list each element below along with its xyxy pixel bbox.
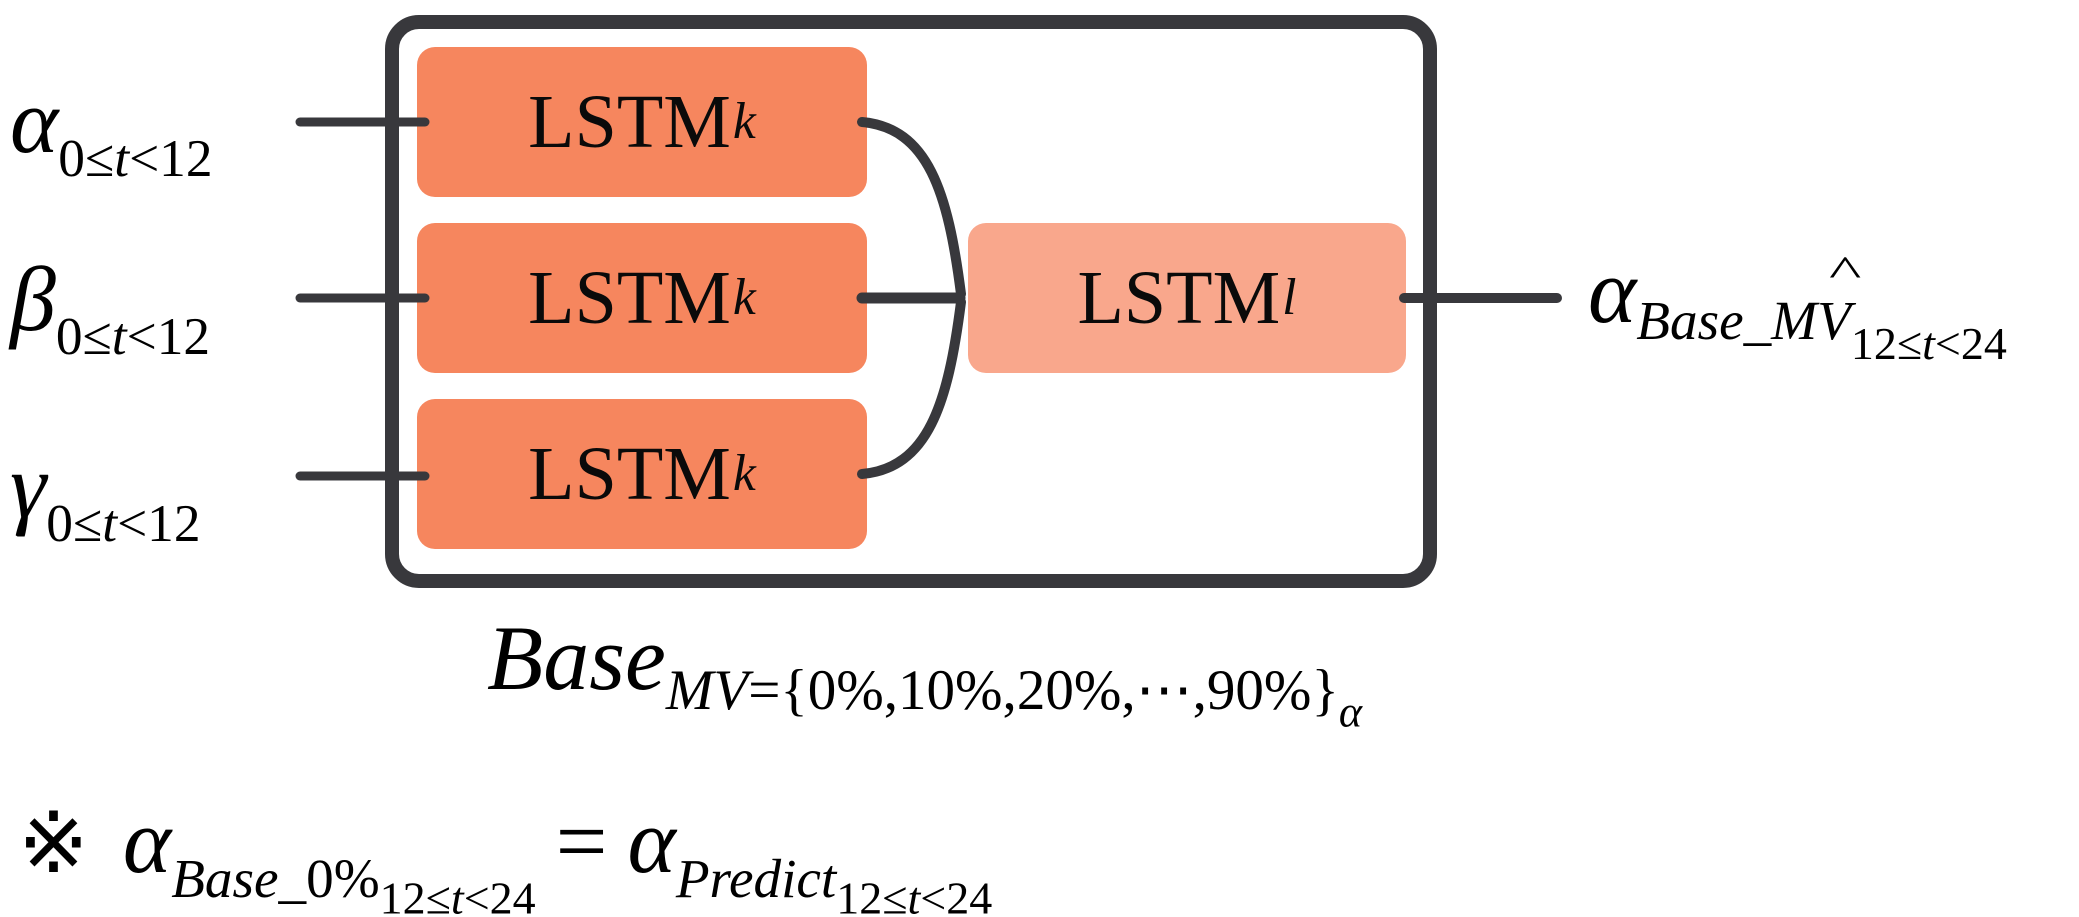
hat-icon: ^: [1828, 248, 1862, 296]
gamma-subscript: 0≤t<12: [46, 493, 201, 553]
alpha-symbol: α: [10, 70, 59, 172]
note-formula: ※αBase_0%12≤t<24=αPredict12≤t<24: [18, 795, 992, 917]
note-lhs-time-subscript: 12≤t<24: [379, 872, 536, 917]
output-subscript-base-mv: Base_MV^: [1636, 248, 1862, 351]
gamma-symbol: γ: [10, 435, 47, 537]
lstm-l-subscript: l: [1282, 269, 1297, 327]
reference-mark-icon: ※: [18, 793, 89, 892]
output-alpha-symbol: α: [1588, 240, 1637, 342]
note-rhs-alpha: α: [627, 790, 676, 892]
lstm-k-subscript-1: k: [732, 93, 756, 151]
alpha-subscript: 0≤t<12: [58, 128, 213, 188]
input-label-gamma: γ0≤t<12: [10, 440, 201, 550]
input-label-beta: β0≤t<12: [10, 253, 210, 363]
output-label: αBase_MV^12≤t<24: [1588, 245, 2007, 367]
beta-subscript: 0≤t<12: [55, 306, 211, 366]
base-subscript: MV={0%,10%,20%,⋯,90%}: [665, 658, 1339, 722]
lstm-k-subscript-3: k: [732, 445, 756, 503]
note-rhs-subscript: Predict: [675, 847, 837, 909]
base-caption: BaseMV={0%,10%,20%,⋯,90%}α: [487, 612, 1362, 735]
lstm-k-label-1: LSTM: [528, 80, 731, 164]
input-label-alpha: α0≤t<12: [10, 75, 213, 185]
base-word: Base: [487, 607, 666, 709]
note-lhs-alpha: α: [122, 790, 172, 892]
base-subscript-alpha: α: [1338, 687, 1363, 737]
note-lhs-subscript: Base_0%: [171, 847, 380, 909]
beta-symbol: β: [10, 248, 56, 350]
note-rhs-time-subscript: 12≤t<24: [836, 872, 993, 917]
lstm-k-label-3: LSTM: [528, 432, 731, 516]
output-time-subscript: 12≤t<24: [1850, 317, 2007, 369]
lstm-k-subscript-2: k: [732, 269, 756, 327]
lstm-k-label-2: LSTM: [528, 256, 731, 340]
lstm-l-label: LSTM: [1077, 256, 1281, 340]
equals-sign: =: [555, 790, 608, 892]
